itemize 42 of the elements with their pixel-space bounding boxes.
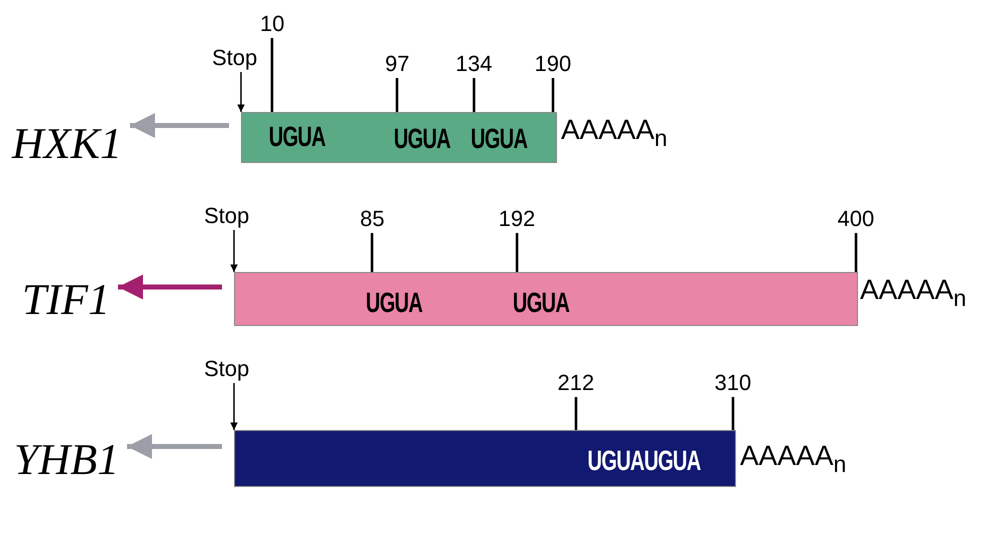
tick-mark [516,233,518,272]
gene-name: YHB1 [14,436,120,484]
arrow [130,113,229,138]
motif-label: UGUAUGUA [588,446,700,476]
poly-a-tail-label: AAAAA$_{n}$ [860,275,966,313]
utr-bar [234,430,736,487]
position-number: 212 [558,371,594,395]
position-number: 10 [260,12,284,36]
arrow [237,72,245,112]
arrow [118,274,222,300]
position-number: 400 [838,207,874,231]
tick-mark [270,38,274,112]
gene-name: HXK1 [12,120,122,168]
tick-mark [472,78,476,112]
gene-name: TIF1 [22,276,110,324]
utr-bar [234,272,858,326]
arrow [230,230,238,272]
poly-a-tail-label: AAAAA$_{n}$ [561,115,668,153]
arrow [127,434,222,459]
motif-label: UGUA [512,288,570,318]
tick-mark [732,397,734,430]
position-number: 85 [360,207,384,231]
tick-mark [370,233,374,272]
arrow [230,383,238,430]
utr-bar [241,112,557,163]
position-number: 190 [534,52,572,76]
tick-mark [854,233,858,272]
tick-mark [574,397,578,430]
position-number: 192 [498,207,536,231]
stop-label: Stop [204,204,250,228]
position-number: 97 [385,52,410,76]
stop-label: Stop [204,357,250,381]
motif-label: UGUA [268,122,326,152]
position-number: 134 [456,52,492,76]
poly-a-tail-label: AAAAA$_{n}$ [740,441,846,479]
motif-label: UGUA [394,124,450,154]
stop-label: Stop [212,46,258,70]
motif-label: UGUA [366,288,422,318]
tick-mark [396,78,398,112]
tick-mark [552,78,554,112]
position-number: 310 [714,371,752,395]
motif-label: UGUA [470,124,528,154]
